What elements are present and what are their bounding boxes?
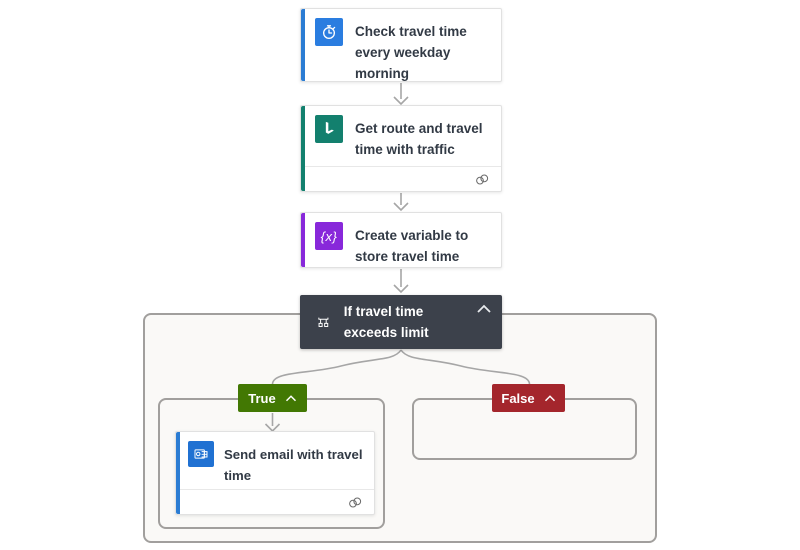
card-title: Check travel time every weekday morning bbox=[355, 24, 467, 81]
action-card-get-route[interactable]: Get route and travel time with traffic bbox=[300, 105, 502, 192]
condition-icon bbox=[318, 317, 329, 327]
variable-glyph: {x} bbox=[320, 228, 338, 244]
card-title: Create variable to store travel time bbox=[355, 228, 469, 264]
variable-icon: {x} bbox=[315, 222, 343, 250]
arrowhead-icon bbox=[393, 284, 409, 294]
connection-icon[interactable] bbox=[473, 171, 491, 187]
true-branch-badge[interactable]: True bbox=[238, 384, 307, 412]
true-branch-label: True bbox=[248, 390, 276, 406]
action-card-create-variable[interactable]: {x} Create variable to store travel time bbox=[300, 212, 502, 268]
card-title: Get route and travel time with traffic bbox=[355, 121, 483, 157]
connection-icon[interactable] bbox=[346, 494, 364, 510]
alarm-clock-icon bbox=[315, 18, 343, 46]
outlook-icon bbox=[188, 441, 214, 467]
card-accent-bar bbox=[301, 106, 305, 191]
bing-maps-icon bbox=[315, 115, 343, 143]
card-accent-bar bbox=[176, 432, 180, 514]
chevron-up-icon[interactable] bbox=[476, 303, 492, 315]
card-footer bbox=[305, 166, 501, 191]
condition-card-if-travel-time[interactable]: If travel time exceeds limit bbox=[300, 295, 502, 349]
chevron-up-icon[interactable] bbox=[285, 394, 297, 403]
false-branch-badge[interactable]: False bbox=[492, 384, 565, 412]
action-card-send-email[interactable]: Send email with travel time bbox=[175, 431, 375, 515]
trigger-card-check-travel-time[interactable]: Check travel time every weekday morning bbox=[300, 8, 502, 82]
arrowhead-icon bbox=[393, 202, 409, 212]
card-accent-bar bbox=[301, 213, 305, 267]
arrowhead-icon bbox=[393, 96, 409, 106]
condition-title: If travel time exceeds limit bbox=[343, 304, 429, 340]
false-branch-label: False bbox=[501, 390, 535, 406]
card-title: Send email with travel time bbox=[224, 447, 363, 483]
chevron-up-icon[interactable] bbox=[544, 394, 556, 403]
card-accent-bar bbox=[301, 9, 305, 81]
card-footer bbox=[180, 489, 374, 514]
